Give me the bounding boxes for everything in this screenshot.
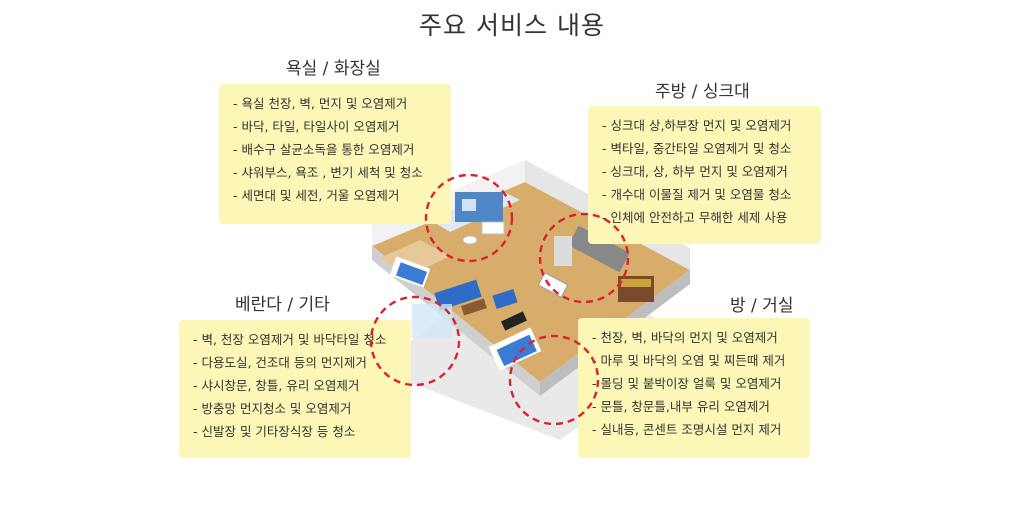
list-item: - 욕실 천장, 벽, 먼지 및 오염제거 <box>233 96 408 111</box>
list-item: - 벽타일, 중간타일 오염제거 및 청소 <box>602 141 792 156</box>
list-item: - 싱크대 상,하부장 먼지 및 오염제거 <box>602 118 792 133</box>
highlight-circle-veranda <box>369 295 461 387</box>
list-item: - 벽, 천장 오염제거 및 바닥타일 청소 <box>193 332 387 347</box>
list-item: - 샤시창문, 창틀, 유리 오염제거 <box>193 378 360 393</box>
list-item: - 세면대 및 세전, 거울 오염제거 <box>233 188 400 203</box>
highlight-circle-kitchen <box>538 212 630 304</box>
list-item: - 배수구 살균소독을 통한 오염제거 <box>233 142 415 157</box>
page-title: 주요 서비스 내용 <box>419 11 605 40</box>
list-item: - 다용도실, 건조대 등의 먼지제거 <box>193 355 367 370</box>
heading-room: 방 / 거실 <box>730 296 794 316</box>
list-item: - 신발장 및 기타장식장 등 청소 <box>193 424 356 439</box>
list-item: - 바닥, 타일, 타일사이 오염제거 <box>233 119 400 134</box>
list-item: - 방충망 먼지청소 및 오염제거 <box>193 401 352 416</box>
highlight-circle-room <box>508 334 600 426</box>
heading-veranda: 베란다 / 기타 <box>235 295 330 315</box>
heading-kitchen: 주방 / 싱크대 <box>655 82 750 102</box>
heading-bathroom: 욕실 / 화장실 <box>286 59 381 79</box>
highlight-circle-bathroom <box>424 173 514 263</box>
